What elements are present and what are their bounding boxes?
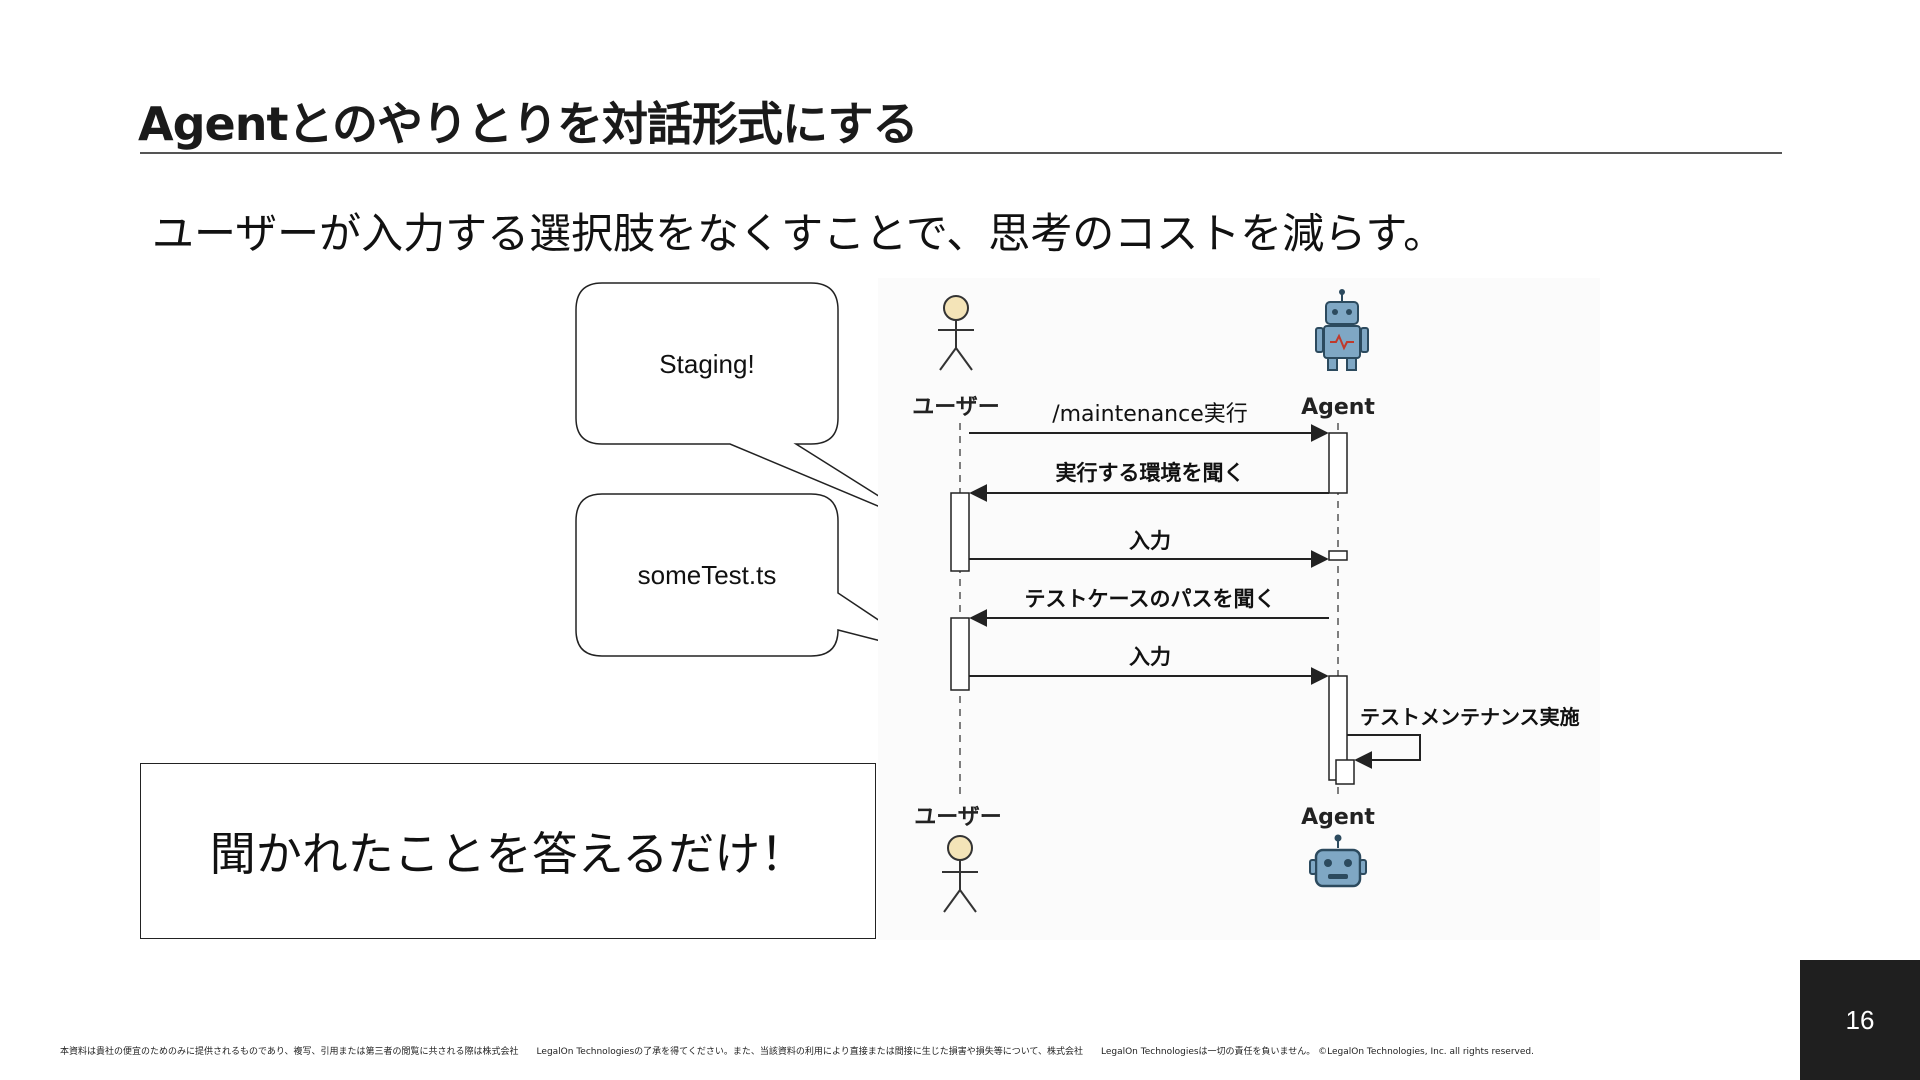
agent-self-activation [1335, 759, 1355, 785]
speech-bubble-sometest [575, 493, 929, 657]
page-number: 16 [1800, 960, 1920, 1080]
agent-activation-1 [1328, 432, 1348, 494]
user-actor-bottom-icon [942, 835, 978, 913]
footer-disclaimer: 本資料は貴社の便宜のためのみに提供されるものであり、複写、引用または第三者の閲覧… [60, 1047, 1534, 1057]
robot-bottom-icon [1309, 834, 1367, 888]
slide-subtitle: ユーザーが入力する選択肢をなくすことで、思考のコストを減らす。 [152, 209, 1446, 258]
actor-agent-top-label: Agent [1301, 395, 1375, 420]
bubble-text-staging: Staging! [659, 349, 755, 379]
message-label-1: /maintenance実行 [1052, 402, 1248, 427]
agent-activation-2 [1328, 550, 1348, 561]
bubble-text-sometest: someTest.ts [637, 560, 777, 590]
message-label-3: 入力 [1129, 529, 1171, 553]
self-message-arrow [1347, 734, 1421, 769]
actor-user-bottom-label: ユーザー [914, 805, 1002, 830]
message-label-5: 入力 [1129, 645, 1171, 669]
sequence-diagram: ユーザー Agent /maintenance実行 [878, 278, 1600, 940]
user-activation-1 [950, 492, 970, 572]
callout-box: 聞かれたことを答えるだけ！ [140, 763, 876, 939]
actor-agent-bottom-label: Agent [1301, 805, 1375, 830]
user-activation-2 [950, 617, 970, 691]
actor-user-top-label: ユーザー [912, 395, 1000, 420]
sequence-diagram-svg: ユーザー Agent /maintenance実行 [912, 289, 1580, 913]
message-label-2: 実行する環境を聞く [1056, 461, 1245, 485]
speech-bubble-staging [575, 282, 929, 528]
robot-top-icon [1315, 289, 1369, 371]
message-label-6: テストメンテナンス実施 [1360, 705, 1580, 729]
message-label-4: テストケースのパスを聞く [1025, 587, 1276, 611]
slide-title: Agentとのやりとりを対話形式にする [138, 97, 918, 151]
title-divider [140, 152, 1782, 154]
user-actor-top-icon [938, 295, 974, 371]
